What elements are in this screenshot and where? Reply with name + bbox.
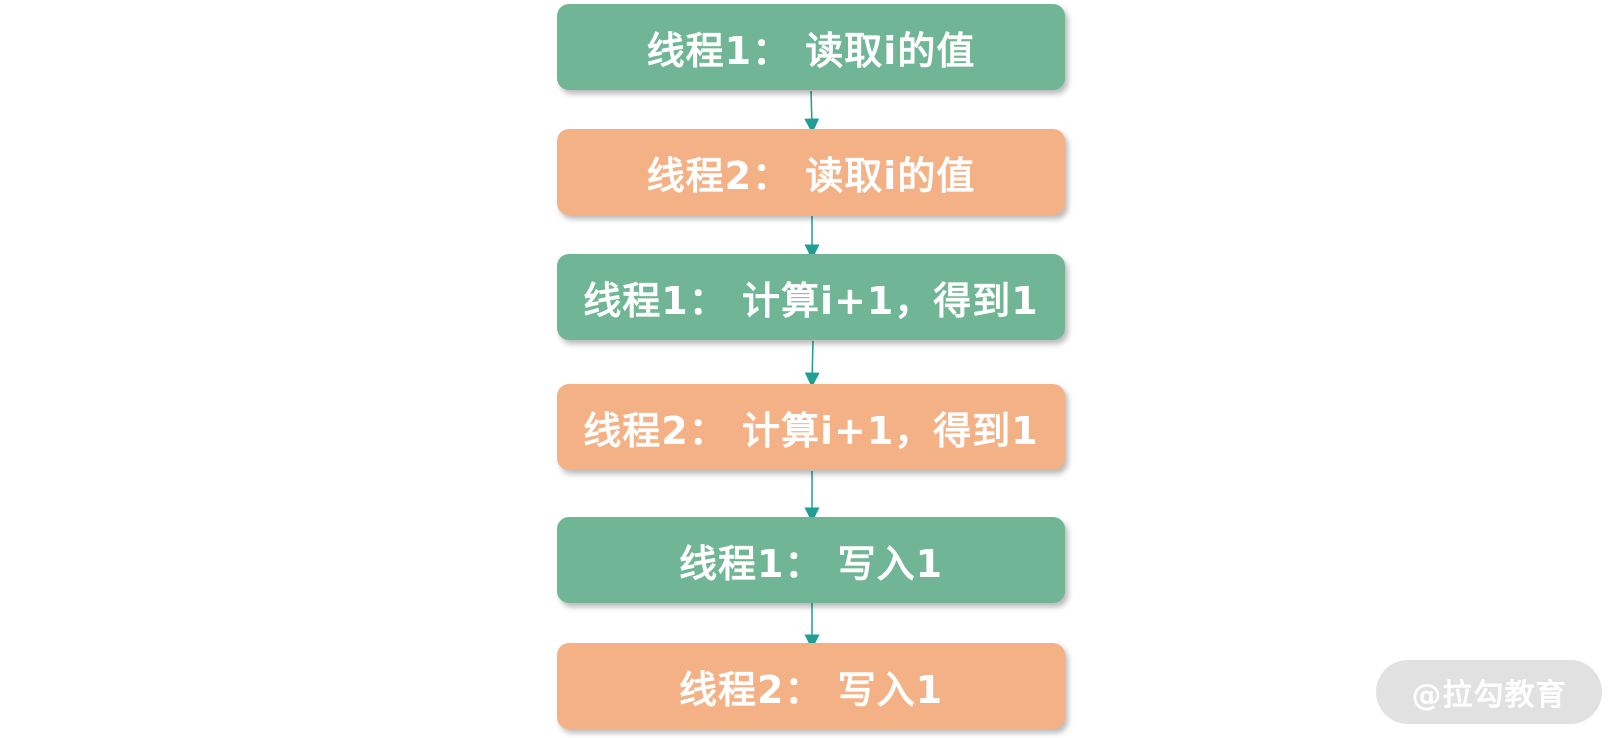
step-1-thread1-read: 线程1： 读取i的值 — [557, 4, 1065, 90]
step-4-thread2-compute: 线程2： 计算i+1，得到1 — [557, 384, 1065, 470]
step-3-label: 线程1： 计算i+1，得到1 — [583, 278, 1039, 323]
step-5-label: 线程1： 写入1 — [678, 541, 944, 586]
step-3-thread1-compute: 线程1： 计算i+1，得到1 — [557, 254, 1065, 340]
step-5-thread1-write: 线程1： 写入1 — [557, 517, 1065, 603]
step-2-thread2-read: 线程2： 读取i的值 — [557, 129, 1065, 215]
step-1-label: 线程1： 读取i的值 — [646, 28, 976, 73]
step-6-thread2-write: 线程2： 写入1 — [557, 643, 1065, 729]
step-4-label: 线程2： 计算i+1，得到1 — [583, 408, 1039, 453]
watermark: @拉勾教育 — [1376, 660, 1602, 724]
step-6-label: 线程2： 写入1 — [678, 667, 944, 712]
arrow-3-4 — [804, 340, 820, 388]
arrow-1-2 — [804, 90, 820, 134]
watermark-text: @拉勾教育 — [1411, 678, 1567, 713]
step-2-label: 线程2： 读取i的值 — [646, 153, 976, 198]
